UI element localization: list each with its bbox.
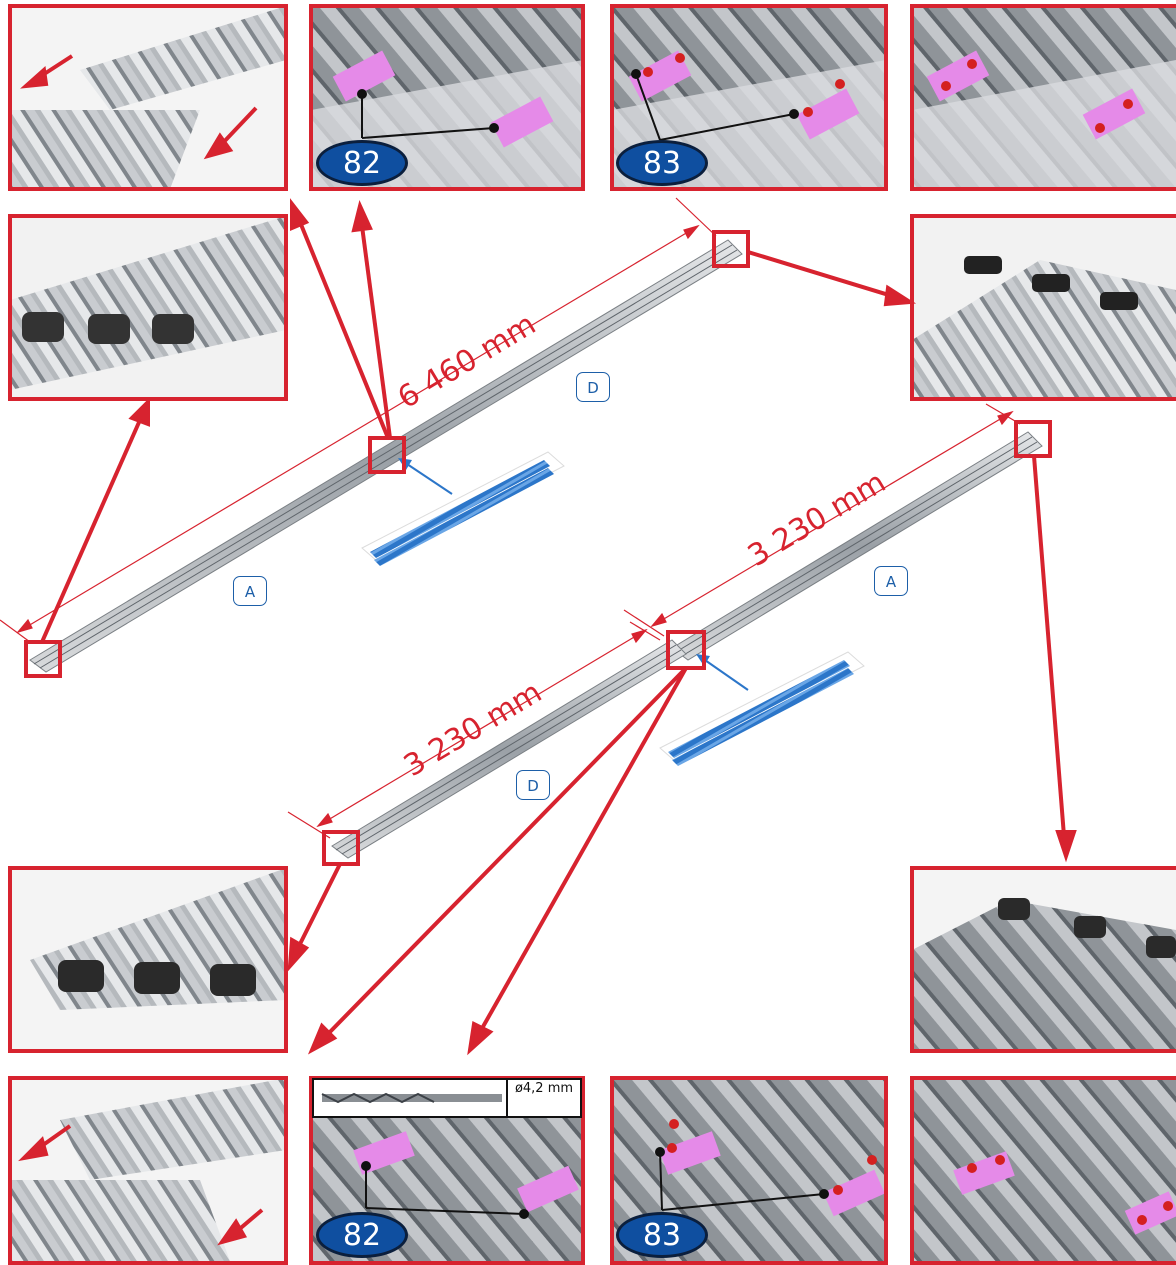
panel-end-cap-lower-right-illustration — [912, 868, 1176, 1051]
detail-panel-assembled-top — [910, 4, 1176, 191]
detail-panel-assembled-bottom — [910, 1076, 1176, 1265]
detail-panel-rail-separation-bottom — [8, 1076, 288, 1265]
panel-top-4-illustration — [912, 6, 1176, 189]
detail-panel-end-cap-upper-left — [8, 214, 288, 401]
detail-marker-long-far-end — [712, 230, 750, 268]
connector-profile-lower — [659, 651, 865, 766]
long-rail — [29, 239, 743, 673]
rail-tag-a-upper: A — [233, 576, 267, 606]
drill-diameter-label: ø4,2 mm — [506, 1080, 580, 1116]
dimension-line-long — [0, 197, 717, 643]
detail-panel-screws-top — [610, 4, 888, 191]
pointer-arrows — [40, 198, 1077, 1056]
drill-bit-icon — [321, 1092, 502, 1104]
panel-top-1-illustration — [10, 6, 286, 189]
drill-spec-box: ø4,2 mm — [312, 1078, 582, 1118]
callout-leaders — [357, 69, 829, 1219]
callout-82-bottom: 82 — [316, 1212, 408, 1258]
panel-end-cap-upper-left-illustration — [10, 216, 286, 399]
callout-83-bottom: 83 — [616, 1212, 708, 1258]
short-rail-upper — [671, 431, 1043, 661]
rail-tag-d-upper: D — [576, 372, 610, 402]
detail-marker-short-near-end — [322, 830, 360, 866]
panel-end-cap-lower-left-illustration — [10, 868, 286, 1051]
callout-82-top: 82 — [316, 140, 408, 186]
dimension-line-short-upper — [623, 403, 1021, 637]
panel-bottom-4-illustration — [912, 1078, 1176, 1261]
rail-tag-a-lower: A — [874, 566, 908, 596]
rail-tag-d-lower: D — [516, 770, 550, 800]
callout-83-top: 83 — [616, 140, 708, 186]
separate-arrows — [18, 54, 264, 1246]
short-rail-lower — [331, 639, 687, 859]
dimension-line-short-lower — [287, 621, 661, 839]
detail-panel-plates-top — [309, 4, 585, 191]
detail-panel-rail-separation-top — [8, 4, 288, 191]
detail-panel-end-cap-upper-right — [910, 214, 1176, 401]
detail-marker-short-far-end — [1014, 420, 1052, 458]
panel-end-cap-upper-right-illustration — [912, 216, 1176, 399]
detail-panel-end-cap-lower-right — [910, 866, 1176, 1053]
connector-profile-upper — [361, 451, 565, 566]
detail-panel-end-cap-lower-left — [8, 866, 288, 1053]
